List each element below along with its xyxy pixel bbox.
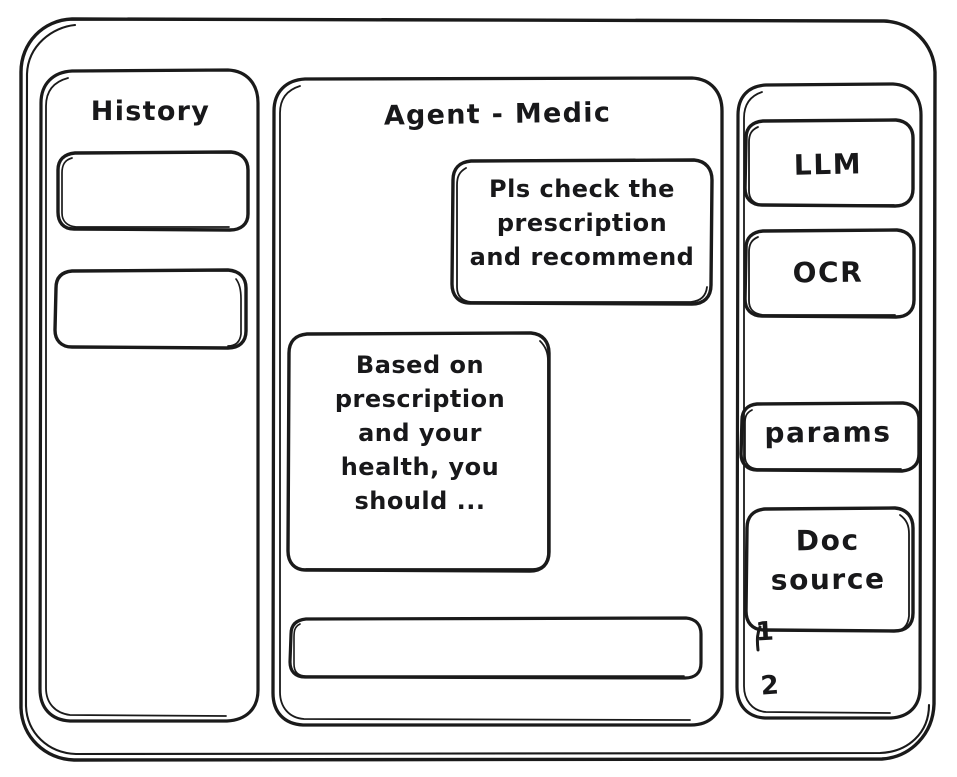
history-panel-title: History [90, 96, 211, 127]
tool-card-ocr[interactable]: OCR [792, 255, 864, 290]
agent-panel-title: Agent - Medic [383, 97, 612, 132]
tool-card-llm[interactable]: LLM [793, 147, 863, 182]
user-message-text: Pls check the prescription and recommend [469, 175, 695, 272]
assistant-message-text: Based on prescription and your health, y… [334, 351, 506, 516]
history-item-2[interactable] [55, 270, 246, 348]
history-item-1[interactable] [58, 152, 248, 230]
composer-input[interactable] [290, 618, 701, 678]
doc-source-item-1[interactable]: 1 [754, 616, 776, 648]
tool-card-params[interactable]: params [764, 415, 892, 450]
tool-card-doc-source[interactable]: Doc source [770, 523, 886, 597]
doc-source-item-2[interactable]: 2 [759, 670, 781, 702]
